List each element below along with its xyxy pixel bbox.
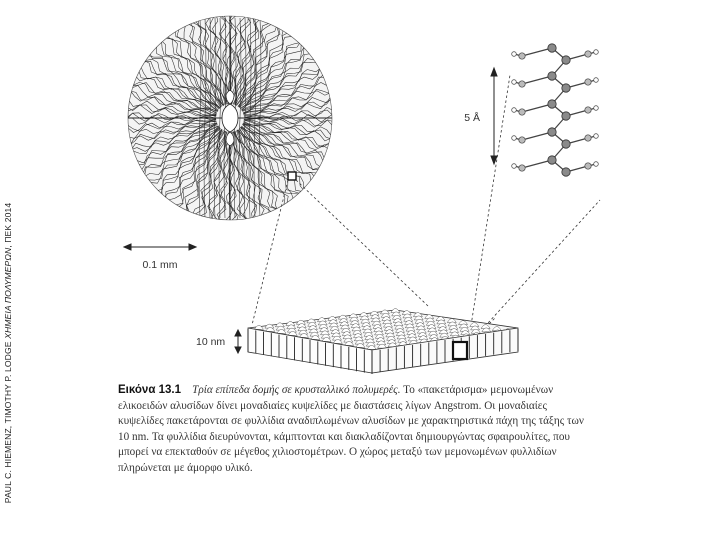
dimension-arrow-10nm bbox=[235, 330, 241, 353]
spherulite-zoom-box bbox=[288, 172, 296, 180]
caption-title: Τρία επίπεδα δομής σε κρυσταλλικό πολυμε… bbox=[192, 384, 400, 396]
figure-caption: Εικόνα 13.1 Τρία επίπεδα δομής σε κρυστα… bbox=[118, 383, 588, 477]
label-5A: 5 Å bbox=[464, 111, 480, 124]
caption-body: Το «πακετάρισμα» μεμονωμένων ελικοειδών … bbox=[118, 384, 584, 474]
spherulite bbox=[126, 14, 334, 222]
lamella bbox=[248, 309, 518, 374]
caption-label: Εικόνα 13.1 bbox=[118, 384, 181, 396]
scale-bar-0-1mm bbox=[124, 244, 196, 250]
helical-chain bbox=[512, 44, 599, 176]
scale-label-0-1mm: 0.1 mm bbox=[142, 259, 177, 271]
lamella-zoom-box bbox=[453, 342, 467, 359]
label-10nm: 10 nm bbox=[196, 336, 225, 348]
dimension-arrow-5A bbox=[491, 68, 497, 164]
